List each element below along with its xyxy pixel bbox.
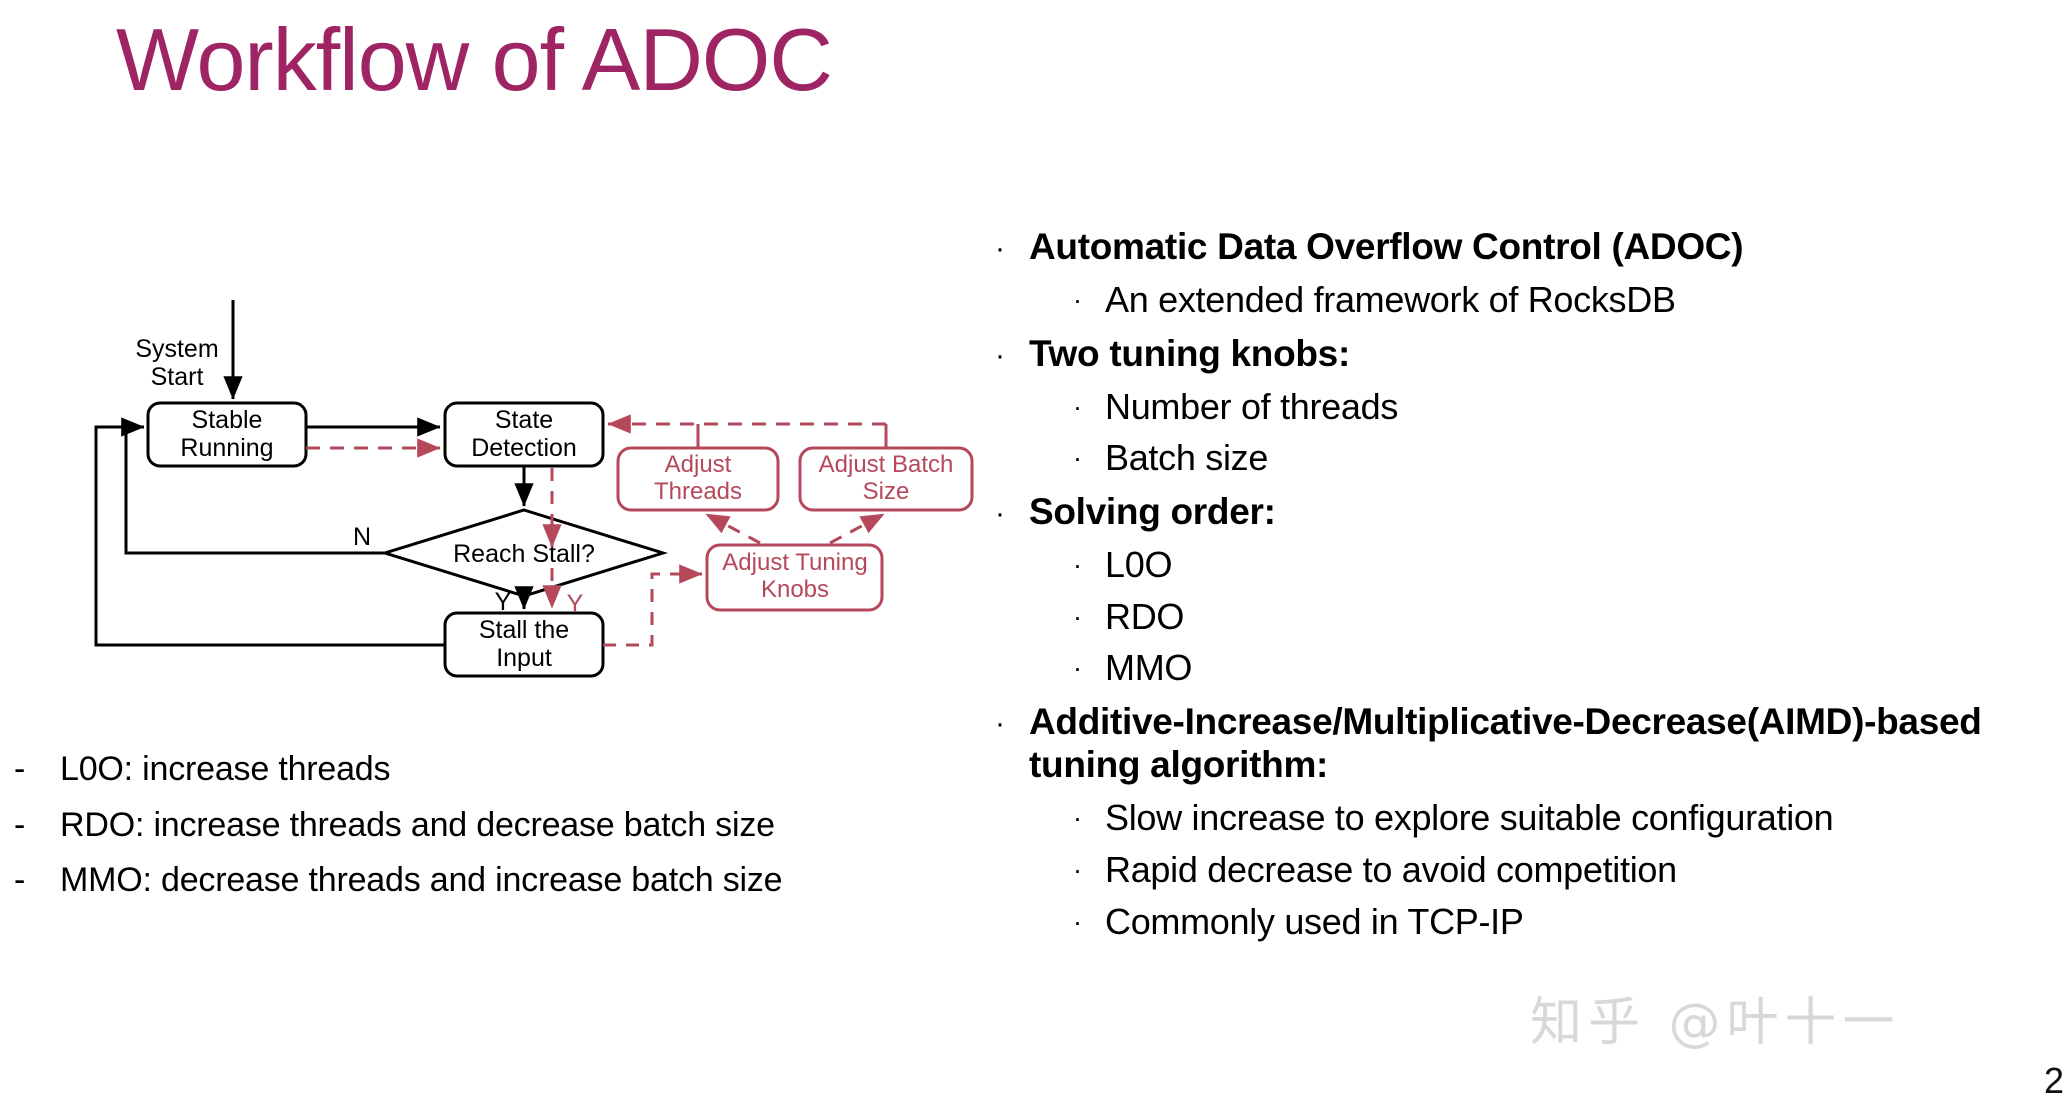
dash-marker: - <box>14 805 26 844</box>
bullet-level1: · Additive-Increase/Multiplicative-Decre… <box>995 701 2055 787</box>
bullet-level2: · Slow increase to explore suitable conf… <box>1073 797 2055 839</box>
bullet-group: · Additive-Increase/Multiplicative-Decre… <box>995 701 2055 942</box>
watermark-overlay: 知乎 @叶十一 <box>1530 993 1901 1053</box>
edge-stall-to-tuning-knobs-dashed <box>603 564 703 647</box>
bullet-dot-icon: · <box>1073 443 1082 474</box>
bullet-dot-icon: · <box>1073 284 1082 315</box>
bullet-dot-icon: · <box>995 497 1005 531</box>
bullet-level2-label: Rapid decrease to avoid competition <box>1105 848 1677 890</box>
bullet-level2: · RDO <box>1073 596 2055 638</box>
node-stall-input-line1: Stall the <box>479 616 569 644</box>
list-item-label: L0O: increase threads <box>60 750 391 788</box>
bullet-level1-label: Additive-Increase/Multiplicative-Decreas… <box>1029 701 1982 786</box>
bullet-level2: · Rapid decrease to avoid competition <box>1073 849 2055 891</box>
dash-marker: - <box>14 861 26 900</box>
bullet-level2: · An extended framework of RocksDB <box>1073 279 2055 321</box>
bullet-level2-label: Slow increase to explore suitable config… <box>1105 797 1834 839</box>
bullet-group: · Automatic Data Overflow Control (ADOC)… <box>995 226 2055 321</box>
edge-decision-no-loop <box>121 417 385 555</box>
bullet-dot-icon: · <box>1073 854 1082 885</box>
node-reach-stall-label: Reach Stall? <box>453 540 595 568</box>
bullet-group: · Solving order: · L0O · RDO · MMO <box>995 491 2055 689</box>
page-number: 2 <box>2043 1060 2064 1101</box>
edge-label-yes-black: Y <box>495 588 512 616</box>
left-notes-list: - L0O: increase threads - RDO: increase … <box>14 748 954 915</box>
edge-label-yes-pink: Y <box>567 590 584 618</box>
edge-tuning-to-batch-dashed <box>829 512 885 545</box>
dash-marker: - <box>14 750 26 788</box>
workflow-diagram-svg: System Stable Running State Detection Re… <box>94 300 974 678</box>
node-adjust-tuning-knobs-line1: Adjust Tuning <box>722 549 867 576</box>
node-adjust-tuning-knobs-line2: Knobs <box>761 576 829 603</box>
bullet-dot-icon: · <box>995 707 1005 741</box>
node-state-detection-line2: Detection <box>471 434 577 462</box>
bullet-level1-label: Solving order: <box>1029 491 1276 533</box>
node-stall-input-line2: Input <box>496 644 552 672</box>
node-stable-running-line2: Running <box>180 434 273 462</box>
bullet-group: · Two tuning knobs: · Number of threads … <box>995 333 2055 479</box>
system-start-label-line2: Start <box>150 363 204 391</box>
list-item-label: RDO: increase threads and decrease batch… <box>60 805 775 844</box>
bullet-level2: · Number of threads <box>1073 386 2055 428</box>
right-bullet-column: · Automatic Data Overflow Control (ADOC)… <box>995 226 2055 954</box>
bullet-dot-icon: · <box>1073 601 1082 632</box>
bullet-level1: · Solving order: <box>995 491 2055 534</box>
edge-stall-loop-back <box>94 425 445 647</box>
node-adjust-threads-line2: Threads <box>654 478 742 505</box>
bullet-level2-label: MMO <box>1105 647 1193 689</box>
bullet-dot-icon: · <box>995 338 1005 372</box>
system-start-label: System Start <box>112 335 242 391</box>
system-start-label-line1: System <box>135 335 219 363</box>
bullet-level2-label: L0O <box>1105 543 1173 585</box>
list-item: - L0O: increase threads <box>14 748 954 792</box>
node-adjust-batch-size-line1: Adjust Batch <box>819 451 954 478</box>
bullet-level2: · Commonly used in TCP-IP <box>1073 901 2055 943</box>
bullet-dot-icon: · <box>1073 906 1082 937</box>
list-item: - MMO: decrease threads and increase bat… <box>14 859 954 903</box>
node-adjust-batch-size-line2: Size <box>863 478 910 505</box>
bullet-level2: · Batch size <box>1073 437 2055 479</box>
bullet-level1: · Automatic Data Overflow Control (ADOC) <box>995 226 2055 269</box>
list-item: - RDO: increase threads and decrease bat… <box>14 804 954 848</box>
node-adjust-tuning-knobs <box>705 543 884 612</box>
bullet-level2-label: Commonly used in TCP-IP <box>1105 900 1524 942</box>
bullet-level2-label: RDO <box>1105 595 1185 637</box>
bullet-dot-icon: · <box>1073 653 1082 684</box>
node-adjust-threads-line1: Adjust <box>665 451 732 478</box>
list-item-label: MMO: decrease threads and increase batch… <box>60 861 783 900</box>
bullet-dot-icon: · <box>1073 549 1082 580</box>
bullet-dot-icon: · <box>1073 391 1082 422</box>
node-stable-running <box>146 401 308 468</box>
edge-label-no: N <box>353 523 371 551</box>
bullet-dot-icon: · <box>995 232 1005 265</box>
bullet-level1-label: Automatic Data Overflow Control (ADOC) <box>1029 226 1744 267</box>
bullet-level1: · Two tuning knobs: <box>995 333 2055 376</box>
bullet-level2-label: Number of threads <box>1105 385 1399 427</box>
page-title: Workflow of ADOC <box>116 10 833 109</box>
bullet-dot-icon: · <box>1073 803 1082 834</box>
bullet-level2-label: Batch size <box>1105 437 1269 479</box>
bullet-level2: · MMO <box>1073 647 2055 689</box>
bullet-level2-label: An extended framework of RocksDB <box>1105 278 1676 320</box>
bullet-level1-label: Two tuning knobs: <box>1029 332 1350 374</box>
node-stable-running-line1: Stable <box>192 406 263 434</box>
workflow-diagram: System Stable Running State Detection Re… <box>0 300 1000 730</box>
bullet-level2: · L0O <box>1073 544 2055 586</box>
edge-tuning-to-threads-dashed <box>705 512 761 545</box>
node-state-detection-line1: State <box>495 406 553 434</box>
